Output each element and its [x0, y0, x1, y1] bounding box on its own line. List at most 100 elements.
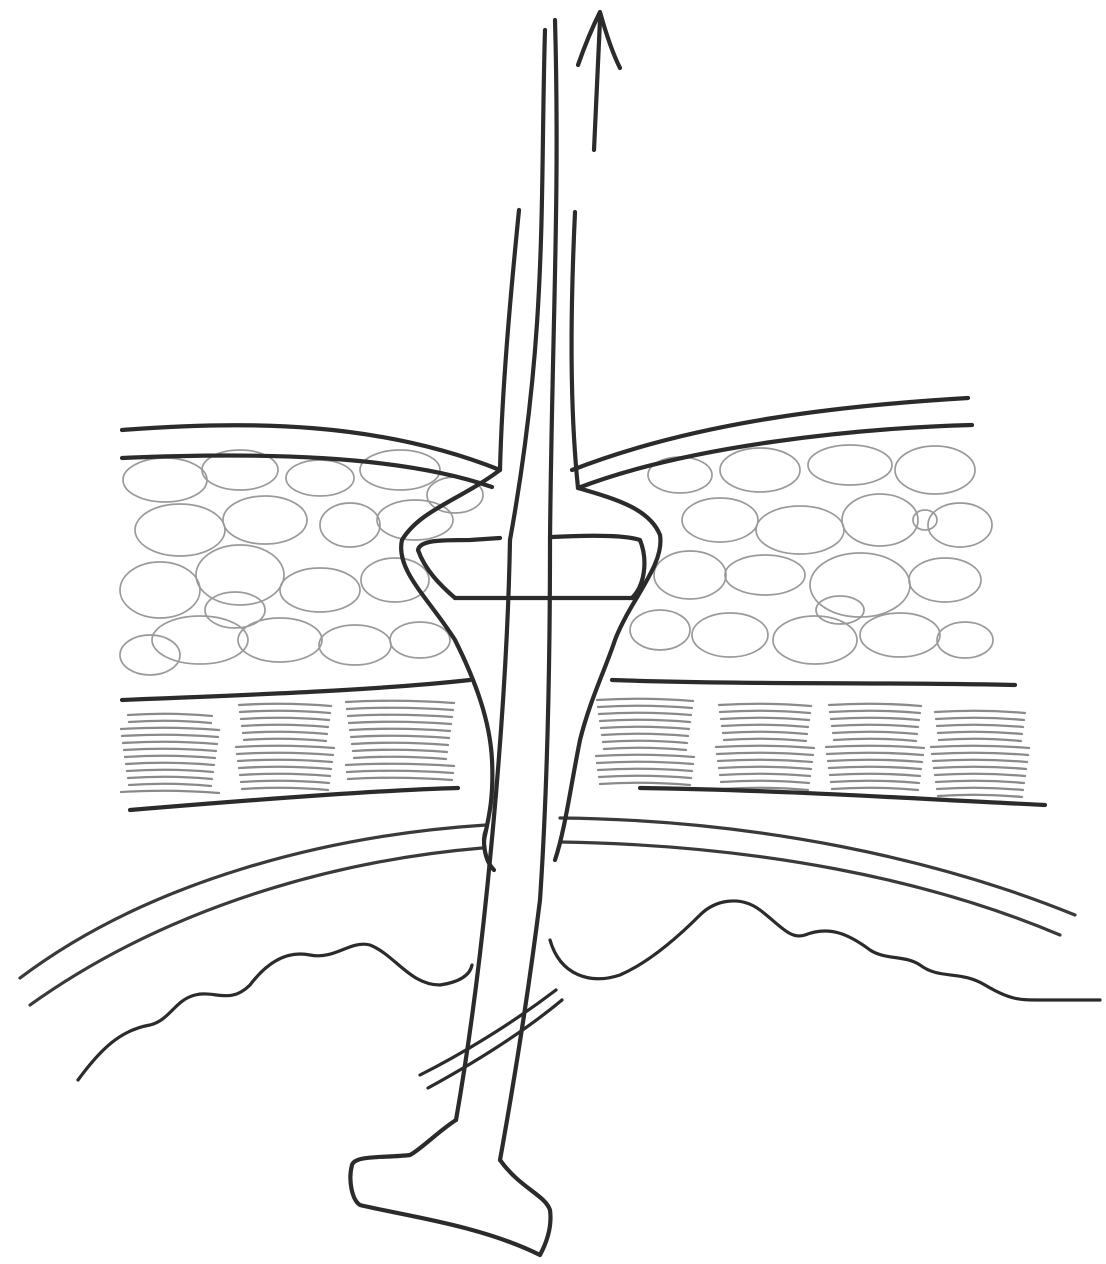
hatch-stroke	[936, 781, 1024, 783]
skin-surface-lines	[122, 398, 972, 488]
hatch-stroke	[348, 778, 452, 780]
hatch-stroke	[717, 753, 813, 755]
hatch-stroke	[601, 727, 689, 729]
tube-inner-flange	[418, 536, 644, 598]
hatch-stroke	[121, 728, 219, 730]
hatch-stroke	[129, 721, 211, 723]
hatch-stroke	[354, 757, 446, 759]
hatch-stroke	[236, 746, 334, 748]
hatch-stroke	[242, 725, 328, 727]
hatch-stroke	[933, 760, 1027, 762]
hatch-stroke	[243, 732, 327, 734]
tube-shaft	[456, 20, 578, 1160]
hatch-stroke	[934, 767, 1026, 769]
hatch-stroke	[603, 741, 687, 743]
hatch-stroke	[351, 736, 449, 738]
hatch-stroke	[828, 760, 922, 762]
hatch-stroke	[121, 791, 219, 793]
hatch-stroke	[834, 739, 916, 741]
hatch-stroke	[599, 713, 691, 715]
organ-contour	[78, 901, 1100, 1080]
hatch-stroke	[129, 784, 211, 786]
hatch-stroke	[604, 748, 686, 750]
deep-membrane-arc	[20, 818, 1075, 1005]
hatch-stroke	[716, 746, 814, 748]
hatch-stroke	[346, 701, 454, 703]
hatch-stroke	[241, 781, 329, 783]
hatch-stroke	[124, 749, 216, 751]
hatch-stroke	[832, 788, 918, 790]
tube-cross-bar	[420, 990, 562, 1088]
tissue-tract-outline	[401, 470, 660, 870]
hatch-stroke	[126, 763, 214, 765]
hatch-stroke	[720, 711, 810, 713]
hatch-stroke	[597, 762, 693, 764]
hatch-stroke	[721, 718, 809, 720]
hatch-stroke	[829, 704, 921, 706]
hatch-stroke	[724, 739, 806, 741]
hatch-stroke	[932, 753, 1028, 755]
hatch-stroke	[833, 732, 917, 734]
hatch-stroke	[127, 770, 213, 772]
hatch-stroke	[829, 767, 921, 769]
arrow-up-icon	[578, 12, 620, 150]
hatch-stroke	[352, 743, 448, 745]
hatch-stroke	[598, 706, 692, 708]
hatch-stroke	[242, 788, 328, 790]
hatch-stroke	[600, 783, 690, 785]
hatch-stroke	[832, 725, 918, 727]
hatch-stroke	[602, 734, 688, 736]
muscle-layer-hatching	[121, 699, 1029, 797]
hatch-stroke	[128, 714, 212, 716]
hatch-stroke	[937, 788, 1023, 790]
hatch-stroke	[353, 750, 447, 752]
hatch-stroke	[599, 776, 691, 778]
hatch-stroke	[239, 767, 331, 769]
hatch-stroke	[931, 746, 1029, 748]
hatch-stroke	[719, 767, 811, 769]
hatch-stroke	[241, 718, 329, 720]
hatch-stroke	[240, 711, 330, 713]
hatch-stroke	[939, 739, 1021, 741]
hatch-stroke	[723, 732, 807, 734]
hatch-stroke	[935, 774, 1025, 776]
hatch-stroke	[347, 771, 453, 773]
hatch-stroke	[938, 795, 1022, 797]
hatch-stroke	[598, 769, 692, 771]
hatch-stroke	[935, 711, 1025, 713]
hatch-stroke	[125, 756, 215, 758]
hatch-stroke	[938, 732, 1022, 734]
hatch-stroke	[936, 718, 1024, 720]
hatch-stroke	[831, 781, 919, 783]
hatch-stroke	[244, 739, 326, 741]
hatch-stroke	[122, 735, 218, 737]
hatch-stroke	[123, 742, 217, 744]
hatch-stroke	[831, 718, 919, 720]
hatch-stroke	[826, 746, 924, 748]
hatch-stroke	[346, 764, 454, 766]
hatch-stroke	[720, 774, 810, 776]
hatch-stroke	[239, 704, 331, 706]
hatch-stroke	[348, 715, 452, 717]
hatch-stroke	[718, 760, 812, 762]
hatch-stroke	[128, 777, 212, 779]
hatch-stroke	[827, 753, 923, 755]
hatch-stroke	[240, 774, 330, 776]
hatch-stroke	[721, 781, 809, 783]
hatch-stroke	[597, 699, 693, 701]
hatch-stroke	[238, 760, 332, 762]
hatch-stroke	[600, 720, 690, 722]
hatch-stroke	[830, 774, 920, 776]
hatch-stroke	[722, 725, 808, 727]
hatch-stroke	[937, 725, 1023, 727]
hatch-stroke	[349, 722, 451, 724]
hatch-stroke	[347, 708, 453, 710]
tube-foot-flange	[350, 1120, 550, 1255]
hatch-stroke	[237, 753, 333, 755]
hatch-stroke	[830, 711, 920, 713]
hatch-stroke	[719, 704, 811, 706]
fat-layer-cells	[120, 445, 993, 675]
hatch-stroke	[596, 755, 694, 757]
hatch-stroke	[350, 729, 450, 731]
